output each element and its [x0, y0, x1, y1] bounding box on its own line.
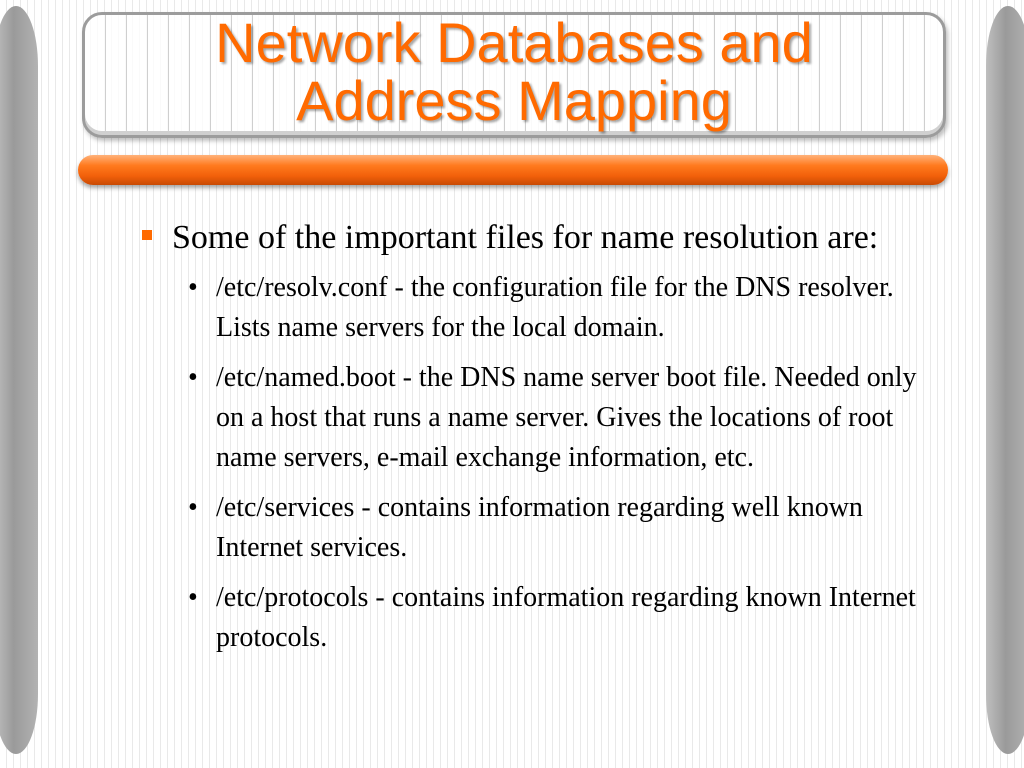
main-bullet-text: Some of the important files for name res…	[172, 219, 879, 256]
sub-bullet-text: /etc/services - contains information reg…	[216, 492, 863, 563]
square-bullet-icon	[142, 230, 152, 240]
sub-bullet-named-boot: • /etc/named.boot - the DNS name server …	[140, 358, 940, 478]
orange-accent-bar	[78, 155, 948, 185]
sub-bullet-text: /etc/resolv.conf - the configuration fil…	[216, 272, 894, 343]
right-decorative-pillar	[986, 6, 1024, 754]
slide-title-line-1: Network Databases and	[215, 11, 813, 74]
main-bullet: Some of the important files for name res…	[140, 216, 940, 260]
slide-title: Network Databases and Address Mapping	[82, 14, 946, 130]
sub-bullet-list: • /etc/resolv.conf - the configuration f…	[140, 268, 940, 658]
slide-title-line-2: Address Mapping	[296, 69, 732, 132]
dot-bullet-icon: •	[188, 362, 198, 393]
dot-bullet-icon: •	[188, 272, 198, 303]
sub-bullet-text: /etc/protocols - contains information re…	[216, 582, 916, 653]
title-frame	[82, 12, 946, 138]
slide-content: Some of the important files for name res…	[140, 216, 940, 668]
dot-bullet-icon: •	[188, 582, 198, 613]
sub-bullet-resolv-conf: • /etc/resolv.conf - the configuration f…	[140, 268, 940, 348]
dot-bullet-icon: •	[188, 492, 198, 523]
sub-bullet-text: /etc/named.boot - the DNS name server bo…	[216, 362, 917, 473]
sub-bullet-services: • /etc/services - contains information r…	[140, 488, 940, 568]
sub-bullet-protocols: • /etc/protocols - contains information …	[140, 578, 940, 658]
left-decorative-pillar	[0, 6, 38, 754]
